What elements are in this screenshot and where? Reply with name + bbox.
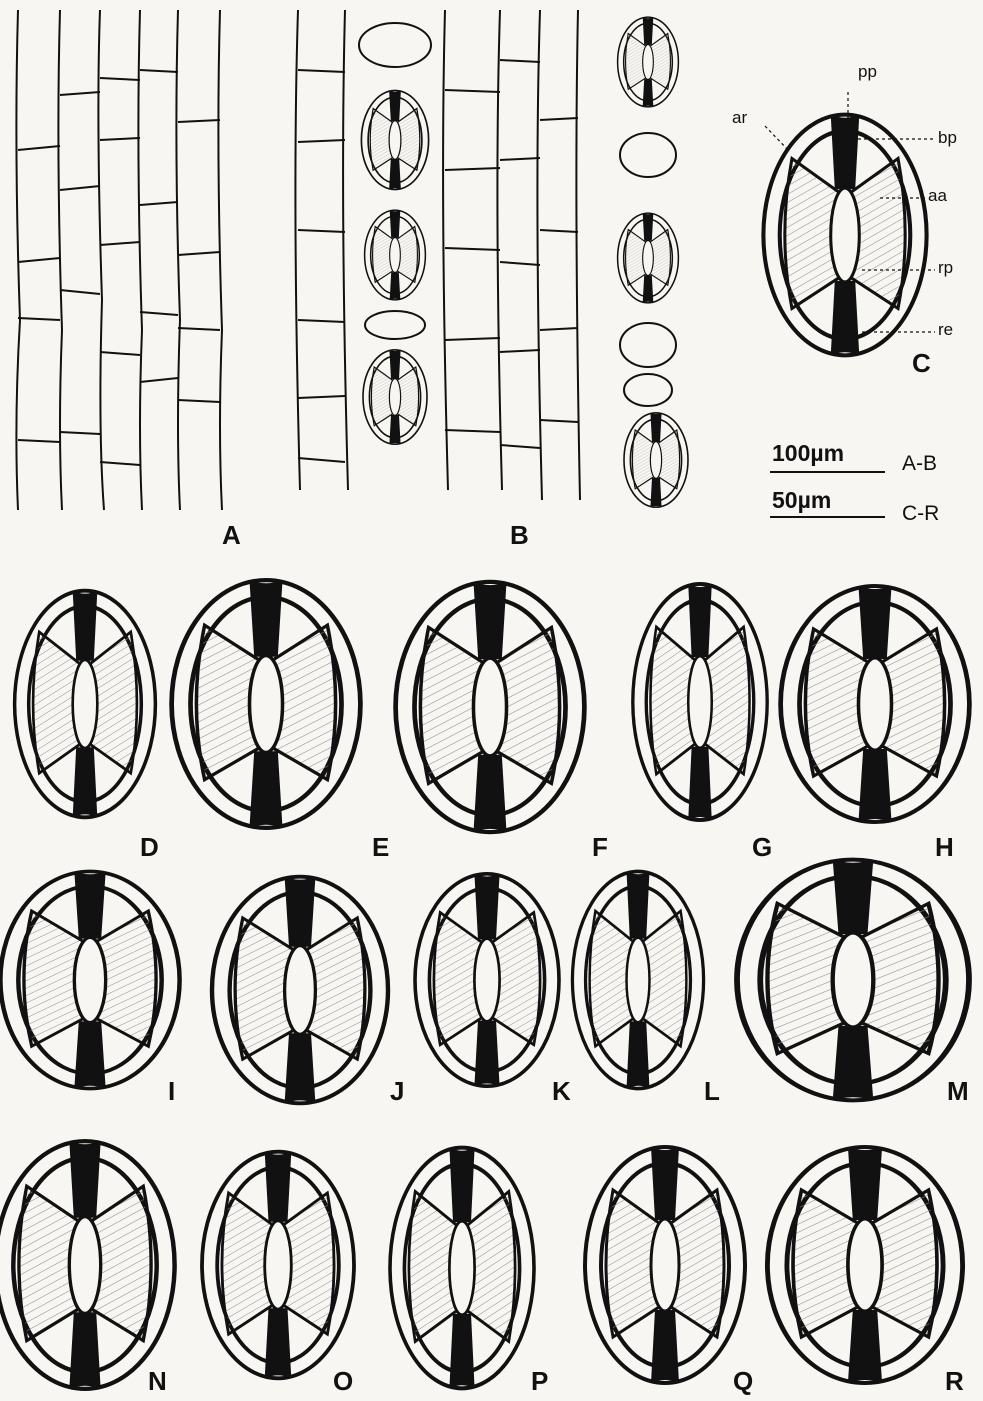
panel-label-j: J (390, 1076, 404, 1107)
panel-label-d: D (140, 832, 159, 863)
panel-label-c: C (912, 348, 931, 379)
panel-label-f: F (592, 832, 608, 863)
label-rp: rp (938, 258, 953, 278)
label-ar: ar (732, 108, 747, 128)
panel-label-q: Q (733, 1366, 753, 1397)
scale-bar-value-1: 100µm (772, 440, 844, 467)
panel-b-stomata (361, 17, 688, 507)
panel-label-n: N (148, 1366, 167, 1397)
panel-label-h: H (935, 832, 954, 863)
stomata-row-1 (15, 580, 970, 832)
panel-label-l: L (704, 1076, 720, 1107)
panel-label-g: G (752, 832, 772, 863)
stomata-row-2 (0, 860, 969, 1104)
stomata-row-3 (0, 1141, 963, 1389)
label-bp: bp (938, 128, 957, 148)
panel-label-o: O (333, 1366, 353, 1397)
panel-label-b: B (510, 520, 529, 551)
label-re: re (938, 320, 953, 340)
panel-label-p: P (531, 1366, 548, 1397)
panel-c-stoma (763, 115, 926, 356)
panel-a-epidermis (16, 10, 222, 510)
panel-label-e: E (372, 832, 389, 863)
panel-label-r: R (945, 1366, 964, 1397)
panel-label-m: M (947, 1076, 969, 1107)
scale-bar-value-2: 50µm (772, 487, 831, 514)
panel-label-a: A (222, 520, 241, 551)
label-aa: aa (928, 186, 947, 206)
label-pp: pp (858, 62, 877, 82)
scale-bar-range-1: A-B (902, 452, 937, 476)
panel-label-i: I (168, 1076, 175, 1107)
panel-label-k: K (552, 1076, 571, 1107)
scale-bar-range-2: C-R (902, 502, 939, 526)
